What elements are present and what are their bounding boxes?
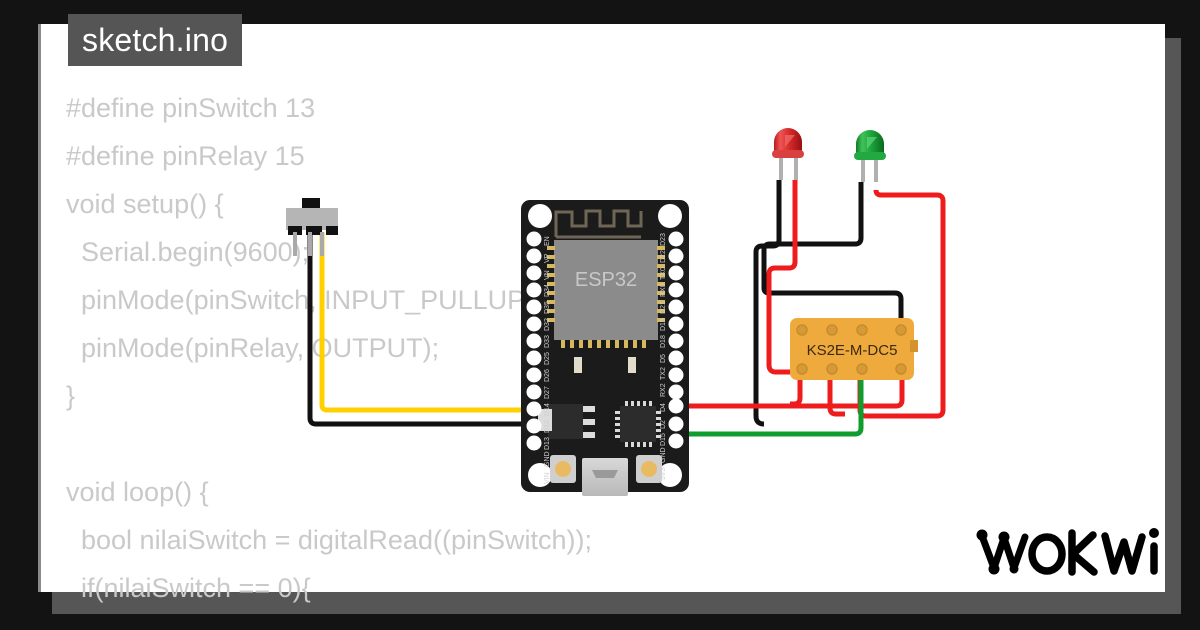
svg-text:VP: VP	[544, 253, 551, 263]
svg-text:TX0: TX0	[660, 267, 667, 280]
code-line: pinMode(pinSwitch, INPUT_PULLUP);	[66, 285, 542, 315]
pin-labels-left: EN VP VN D34 D35 D32 D33 D25 D26 D27 D14…	[544, 236, 551, 484]
relay-label: KS2E-M-DC5	[807, 342, 898, 359]
esp32-board[interactable]: ESP32	[521, 200, 689, 496]
svg-text:D5: D5	[660, 354, 667, 363]
code-line: void loop() {	[66, 477, 209, 507]
pin-labels-right: D23 D22 TX0 RX0 D21 D19 D18 D5 TX2 RX2 D…	[660, 233, 667, 480]
svg-text:D35: D35	[544, 301, 551, 314]
svg-text:D27: D27	[544, 386, 551, 399]
svg-text:D32: D32	[544, 318, 551, 331]
code-line: Serial.begin(9600);	[66, 237, 310, 267]
board-silk-label: ESP32	[575, 269, 637, 291]
slide-switch[interactable]	[286, 198, 338, 256]
code-line: #define pinSwitch 13	[66, 93, 316, 123]
code-line: }	[66, 381, 76, 411]
wire-yellow-switch-d13	[319, 232, 672, 413]
svg-text:D4: D4	[660, 403, 667, 412]
code-line: if(nilaiSwitch == 0){	[66, 573, 311, 603]
svg-text:D34: D34	[544, 284, 551, 297]
green-led[interactable]	[854, 130, 886, 182]
wire-red-relay-left	[790, 380, 803, 407]
svg-text:GND: GND	[544, 451, 551, 467]
svg-text:D2: D2	[660, 420, 667, 429]
svg-text:GND: GND	[660, 447, 667, 463]
svg-text:D15: D15	[660, 433, 667, 446]
svg-text:EN: EN	[544, 236, 551, 246]
code-preview: #define pinSwitch 13 #define pinRelay 15 v…	[66, 84, 826, 612]
file-tab-label: sketch.ino	[82, 22, 229, 58]
svg-text:D25: D25	[544, 352, 551, 365]
svg-text:D13: D13	[544, 437, 551, 450]
svg-text:D12: D12	[544, 420, 551, 433]
svg-text:VN: VN	[544, 270, 551, 280]
svg-text:VIN: VIN	[544, 472, 551, 484]
svg-text:RX0: RX0	[660, 283, 667, 297]
header-left[interactable]	[526, 231, 542, 451]
svg-text:D21: D21	[660, 301, 667, 314]
wire-green-3v3-relay	[672, 380, 864, 437]
wire-red-relay-mid	[827, 380, 845, 417]
file-tab-sketch-ino[interactable]: sketch.ino	[68, 14, 243, 66]
wire-black-greenled-cathode	[761, 182, 904, 332]
code-line: bool nilaiSwitch = digitalRead((pinSwitc…	[66, 525, 592, 555]
svg-text:D14: D14	[544, 403, 551, 416]
svg-text:3V3: 3V3	[660, 467, 667, 480]
svg-text:D18: D18	[660, 335, 667, 348]
code-line: pinMode(pinRelay, OUTPUT);	[66, 333, 440, 363]
red-led[interactable]	[772, 128, 804, 180]
wire-group	[307, 180, 946, 437]
svg-text:TX2: TX2	[660, 367, 667, 380]
code-line: #define pinRelay 15	[66, 141, 305, 171]
svg-text:D23: D23	[660, 233, 667, 246]
wire-red-redled-anode	[766, 180, 800, 375]
svg-text:D33: D33	[544, 335, 551, 348]
svg-text:D22: D22	[660, 250, 667, 263]
board-button-en[interactable]	[636, 455, 662, 483]
svg-text:D26: D26	[544, 369, 551, 382]
relay-ks2e[interactable]: KS2E-M-DC5	[790, 318, 918, 380]
board-button-boot[interactable]	[550, 455, 576, 483]
wokwi-logo	[976, 528, 1159, 576]
svg-text:RX2: RX2	[660, 383, 667, 397]
svg-text:D19: D19	[660, 318, 667, 331]
wire-black-switch-gnd	[307, 232, 672, 427]
code-line: void setup() {	[66, 189, 224, 219]
wire-red-d15-relay	[672, 380, 905, 409]
header-right[interactable]	[668, 231, 684, 449]
